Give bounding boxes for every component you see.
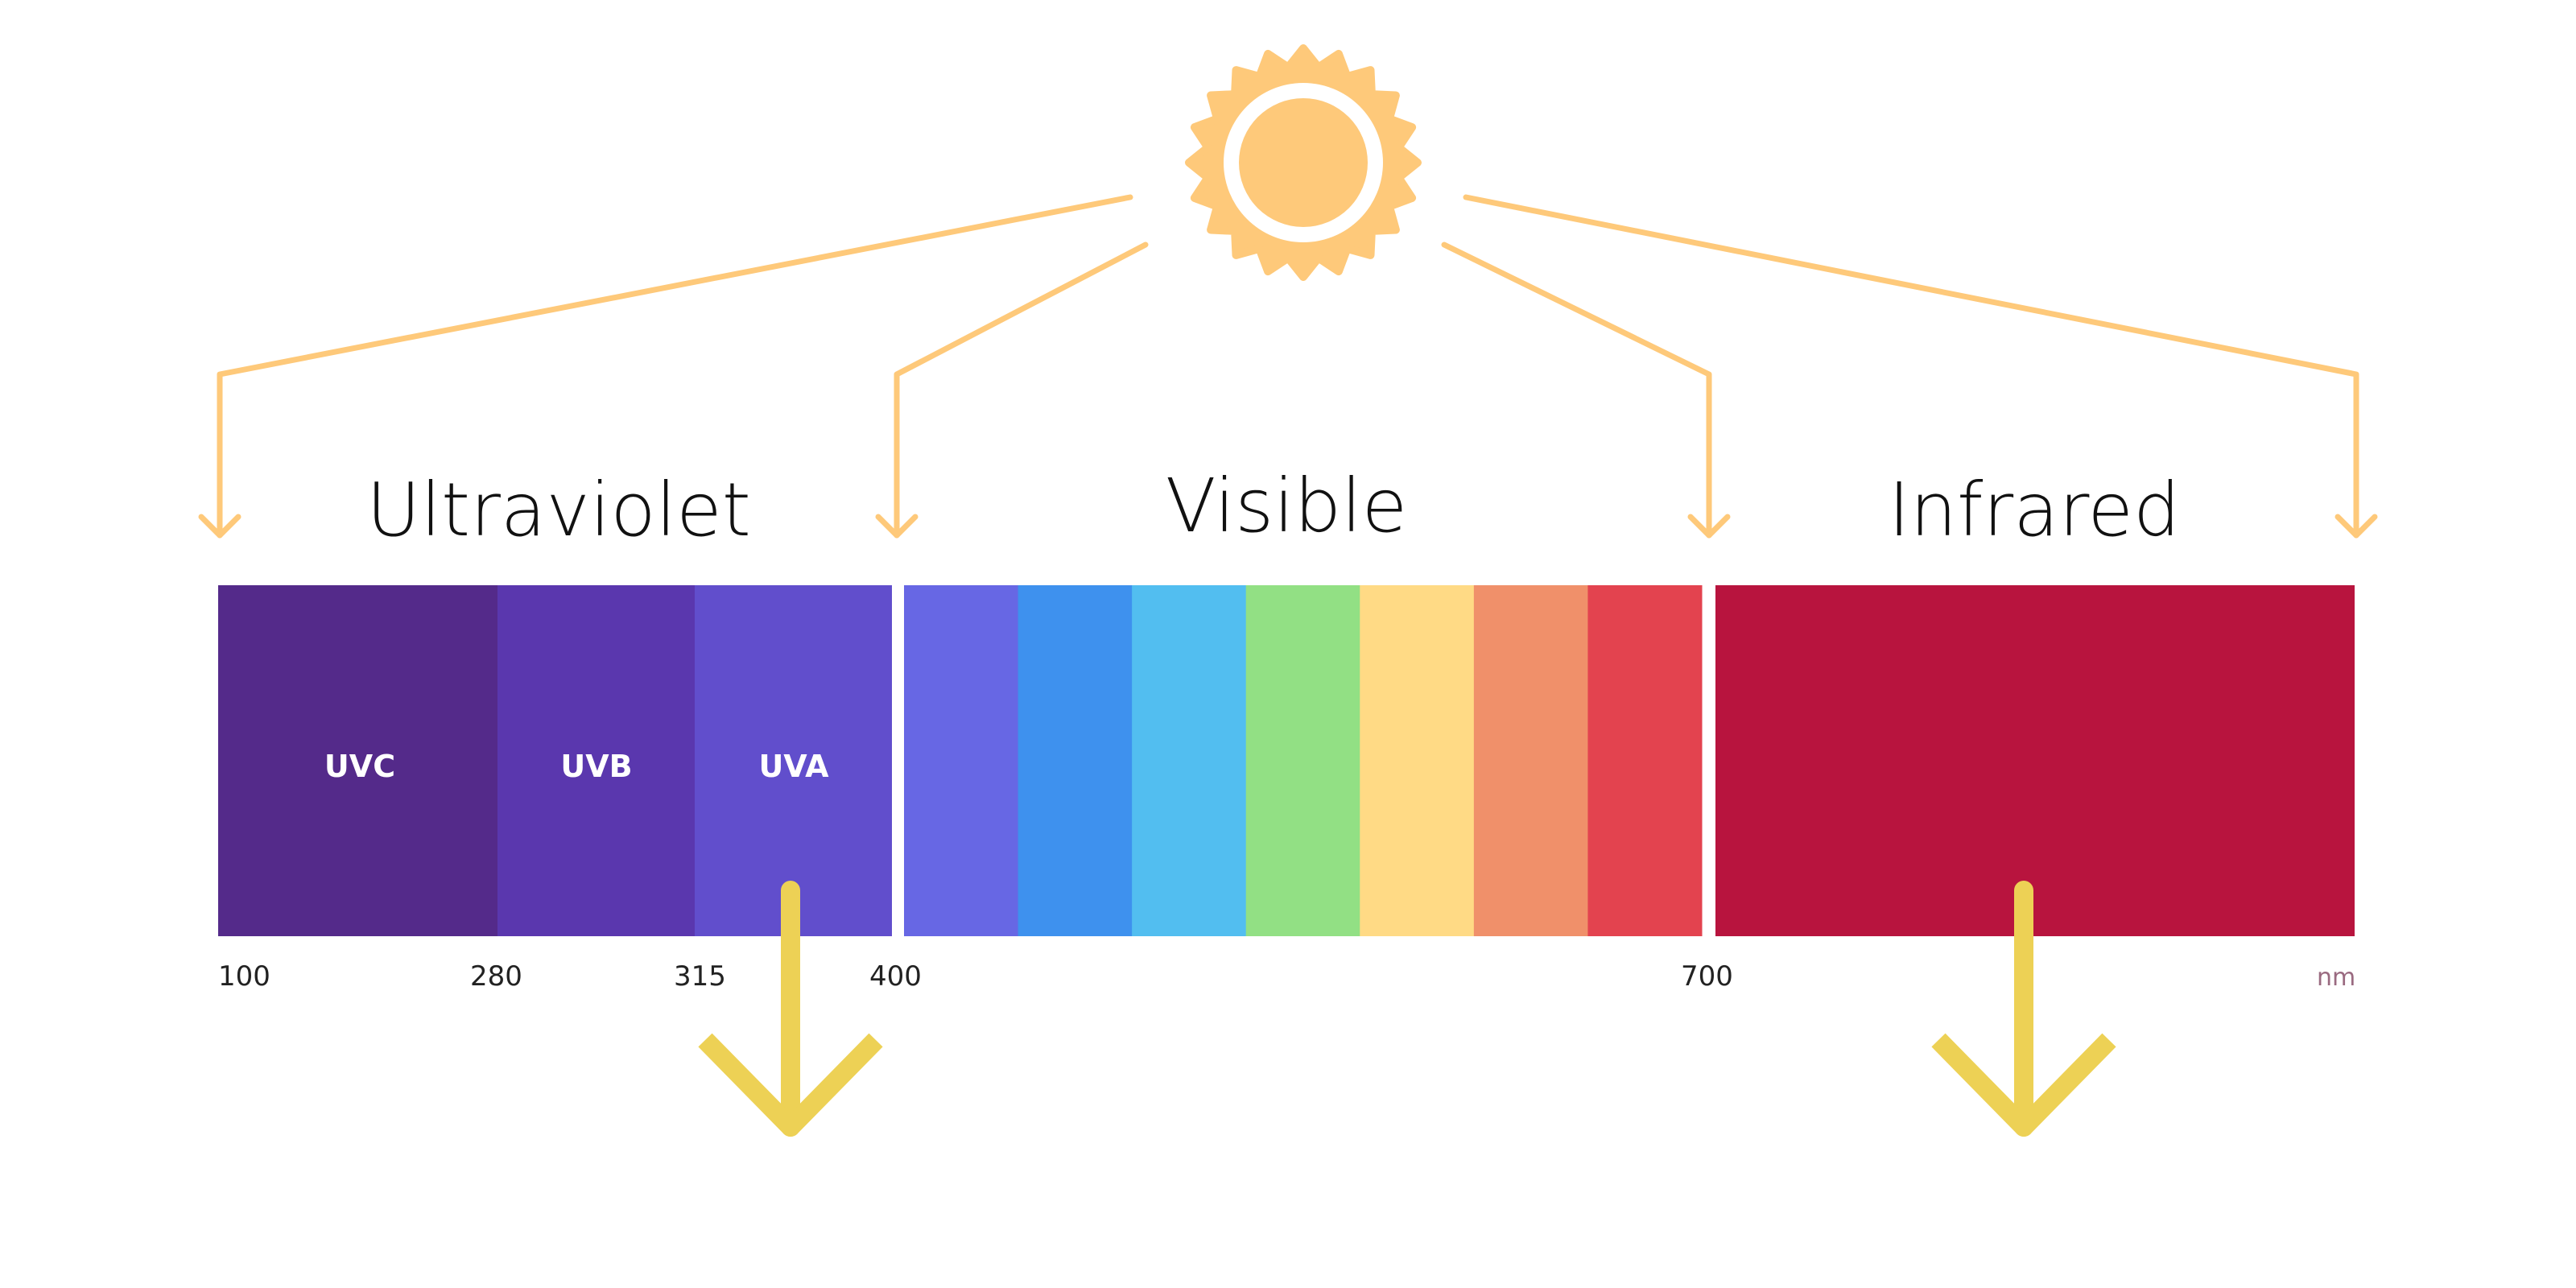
uva-band — [695, 585, 892, 936]
band-label-uvb: UVB — [560, 749, 632, 784]
visible-color-segment — [1473, 585, 1588, 936]
visible-color-segment — [904, 585, 1019, 936]
tick-100: 100 — [218, 960, 270, 993]
visible-color-segment — [1018, 585, 1133, 936]
ray-line — [217, 194, 1133, 539]
region-label-visible: Visible — [1166, 463, 1408, 549]
down-arrow-icon — [698, 1033, 883, 1137]
region-label-ultraviolet: Ultraviolet — [366, 467, 751, 553]
uvc-band — [218, 585, 497, 936]
unit-label: nm — [2317, 964, 2355, 992]
ray-line — [894, 242, 1149, 539]
down-arrow-icon — [1931, 1033, 2116, 1137]
tick-400: 400 — [869, 960, 922, 993]
visible-color-segment — [1360, 585, 1475, 936]
tick-315: 315 — [674, 960, 726, 993]
region-label-infrared: Infrared — [1889, 467, 2181, 553]
tick-280: 280 — [470, 960, 522, 993]
sun-core — [1239, 98, 1368, 227]
visible-color-segment — [1245, 585, 1360, 936]
ray-line — [1463, 194, 2359, 539]
ray-arrowhead-icon — [875, 514, 919, 539]
band-label-uvc: UVC — [324, 749, 395, 784]
ray-arrowhead-icon — [1687, 514, 1731, 539]
visible-color-segment — [1587, 585, 1703, 936]
ray-arrowhead-icon — [2334, 514, 2378, 539]
ray-arrowhead-icon — [198, 514, 242, 539]
visible-band — [904, 585, 1703, 936]
sun-rays — [198, 194, 2378, 539]
ray-line — [1441, 242, 1712, 539]
uvb-band — [497, 585, 695, 936]
sun-icon — [1185, 44, 1422, 281]
tick-700: 700 — [1681, 960, 1733, 993]
band-label-uva: UVA — [758, 749, 829, 784]
absorption-arrows — [698, 881, 2116, 1137]
visible-color-segment — [1132, 585, 1247, 936]
infrared-band — [1715, 585, 2355, 936]
